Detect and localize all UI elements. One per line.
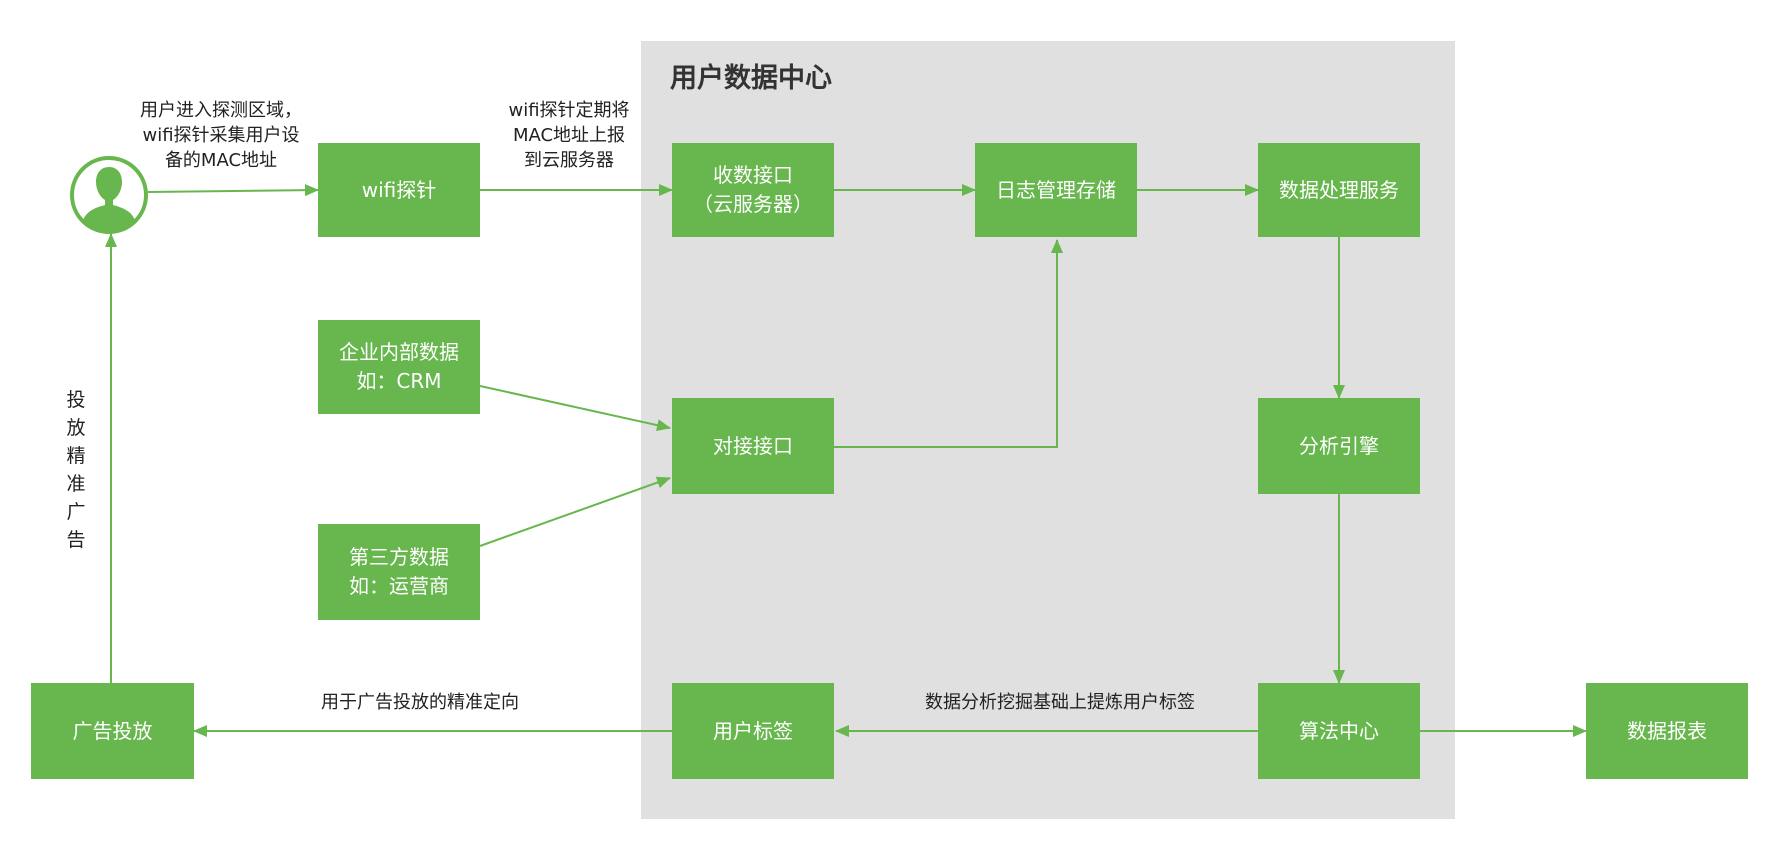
edge-user-to-probe — [147, 184, 319, 197]
label-user-enter: 用户进入探测区域， wifi探针采集用户设 备的MAC地址 — [140, 100, 302, 171]
user-avatar-icon — [70, 156, 148, 234]
node-enterprise-data: 企业内部数据 如：CRM — [318, 320, 480, 414]
edge-third-party-to-docking — [479, 476, 671, 547]
node-log-storage: 日志管理存储 — [975, 143, 1137, 237]
label-precise-ads-vertical: 投 放 精 准 广 告 — [66, 389, 86, 551]
node-algorithm-center: 算法中心 — [1258, 683, 1420, 779]
label-tag-refine: 数据分析挖掘基础上提炼用户标签 — [925, 692, 1195, 713]
node-wifi-probe: wifi探针 — [318, 143, 480, 237]
node-third-party-data: 第三方数据 如：运营商 — [318, 524, 480, 620]
node-user-tags: 用户标签 — [672, 683, 834, 779]
region-title: 用户数据中心 — [670, 63, 832, 94]
node-ad-delivery: 广告投放 — [31, 683, 194, 779]
node-analysis-engine: 分析引擎 — [1258, 398, 1420, 494]
node-receive-api: 收数接口 （云服务器） — [672, 143, 834, 237]
edge-docking-to-log — [834, 239, 1063, 448]
node-docking-api: 对接接口 — [672, 398, 834, 494]
node-data-report: 数据报表 — [1586, 683, 1748, 779]
label-ad-targeting: 用于广告投放的精准定向 — [321, 692, 519, 713]
node-data-processing: 数据处理服务 — [1258, 143, 1420, 237]
label-probe-report: wifi探针定期将 MAC地址上报 到云服务器 — [508, 100, 630, 171]
edge-enterprise-to-docking — [479, 385, 671, 432]
